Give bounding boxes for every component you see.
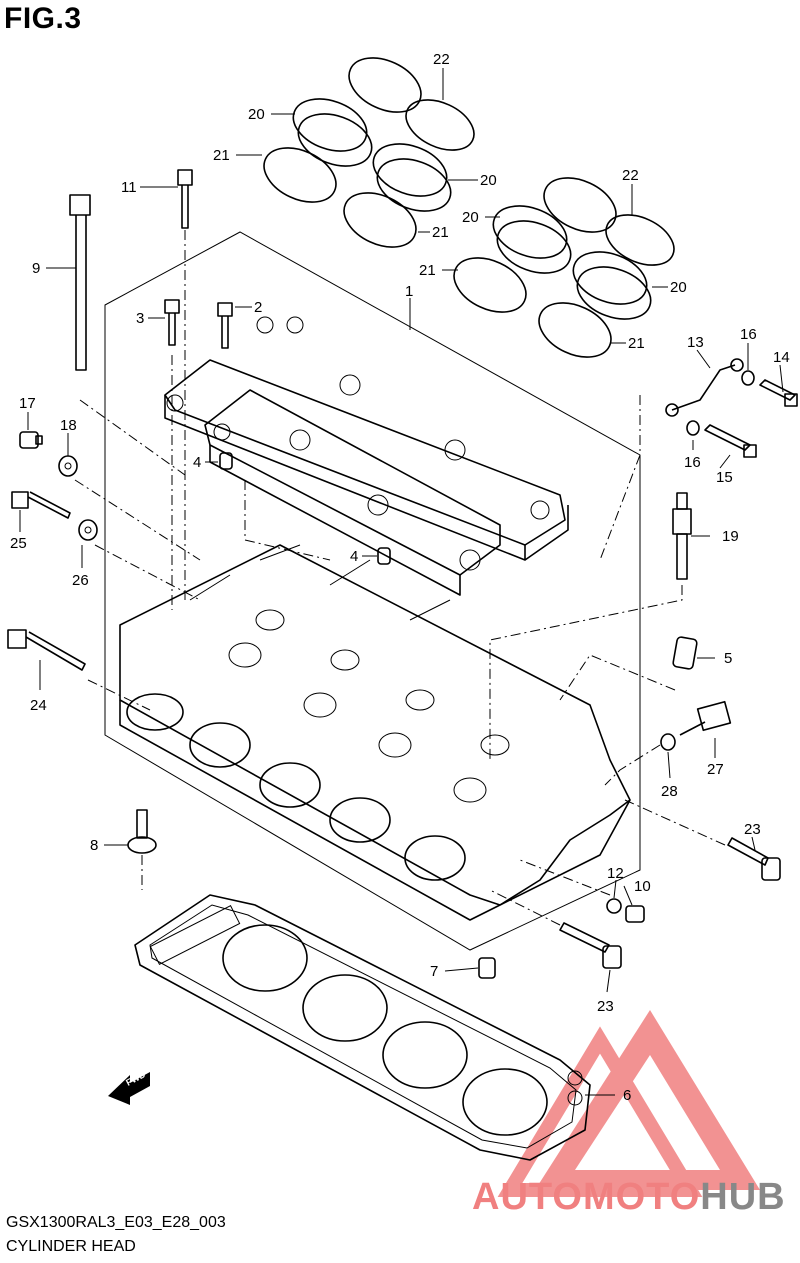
callout-20d: 20 — [670, 279, 687, 296]
callout-28: 28 — [661, 783, 678, 800]
callout-26: 26 — [72, 572, 89, 589]
callout-7: 7 — [430, 963, 438, 980]
callout-22a: 22 — [433, 51, 450, 68]
callout-9: 9 — [32, 260, 40, 277]
washer-28 — [660, 733, 676, 751]
plug-17 — [19, 431, 43, 449]
callout-11: 11 — [121, 179, 137, 196]
intake-clamps — [263, 57, 675, 358]
callout-20b: 20 — [480, 172, 497, 189]
cylinder-head-gasket — [134, 894, 591, 1161]
dowel-pins-4 — [219, 452, 391, 565]
diagram-caption: CYLINDER HEAD — [6, 1238, 136, 1255]
callout-leaders — [19, 68, 784, 1096]
callout-16b: 16 — [684, 454, 701, 471]
long-head-bolt-9 — [69, 194, 91, 371]
callout-17: 17 — [19, 395, 36, 412]
cylinder-head-body — [119, 544, 631, 921]
model-code: GSX1300RAL3_E03_E28_003 — [6, 1214, 226, 1231]
callout-21c: 21 — [419, 262, 436, 279]
callout-24: 24 — [30, 697, 47, 714]
watermark-logo — [497, 1010, 760, 1197]
callout-20c: 20 — [462, 209, 479, 226]
callout-19: 19 — [722, 528, 739, 545]
callout-13: 13 — [687, 334, 704, 351]
bolt-8 — [127, 809, 157, 854]
callout-1: 1 — [405, 283, 413, 300]
bolt-23-lower — [559, 922, 622, 969]
callout-2: 2 — [254, 299, 262, 316]
fwd-arrow: FWD — [108, 1069, 150, 1105]
bolt-24 — [7, 629, 86, 671]
gaskets-16 — [686, 370, 755, 436]
callout-8: 8 — [90, 837, 98, 854]
callout-21a: 21 — [213, 147, 230, 164]
washer-18 — [58, 455, 78, 477]
callout-12: 12 — [607, 865, 624, 882]
sensor-5 — [672, 636, 698, 670]
dowel-7 — [478, 957, 496, 979]
callout-10: 10 — [634, 878, 651, 895]
bolt-25 — [11, 491, 71, 519]
spark-plug-19 — [672, 492, 692, 580]
callout-21d: 21 — [628, 335, 645, 352]
callout-23a: 23 — [744, 821, 761, 838]
callout-20a: 20 — [248, 106, 265, 123]
callout-25: 25 — [10, 535, 27, 552]
callout-15: 15 — [716, 469, 733, 486]
cam-housing — [164, 316, 569, 596]
callout-labels: 1 2 3 4 4 5 6 7 8 9 10 11 12 13 14 15 16… — [10, 51, 790, 1104]
callout-6: 6 — [623, 1087, 631, 1104]
washer-12 — [606, 898, 622, 914]
callout-23b: 23 — [597, 998, 614, 1015]
callout-4a: 4 — [193, 454, 201, 471]
cylinder-head-assembly-frame — [104, 231, 641, 951]
figure-title: FIG.3 — [4, 2, 82, 35]
watermark-brand: AUTOMOTOHUB — [472, 1176, 786, 1218]
callout-5: 5 — [724, 650, 732, 667]
nut-10 — [625, 905, 645, 923]
callout-3: 3 — [136, 310, 144, 327]
bolt-3 — [164, 299, 180, 346]
callout-27: 27 — [707, 761, 724, 778]
intake-boots — [292, 98, 652, 320]
bolt-23-upper — [727, 837, 781, 881]
union-bolt-15 — [704, 424, 757, 458]
temperature-sensor-27 — [679, 700, 732, 736]
callout-4b: 4 — [350, 548, 358, 565]
union-bolt-14 — [759, 379, 798, 407]
oil-pipe-13 — [665, 358, 744, 417]
callout-18: 18 — [60, 417, 77, 434]
washer-26 — [78, 519, 98, 541]
bolt-2 — [217, 302, 233, 349]
callout-21b: 21 — [432, 224, 449, 241]
bolt-11 — [177, 169, 193, 229]
callout-14: 14 — [773, 349, 790, 366]
callout-16a: 16 — [740, 326, 757, 343]
callout-22b: 22 — [622, 167, 639, 184]
alignment-lines — [74, 230, 726, 926]
